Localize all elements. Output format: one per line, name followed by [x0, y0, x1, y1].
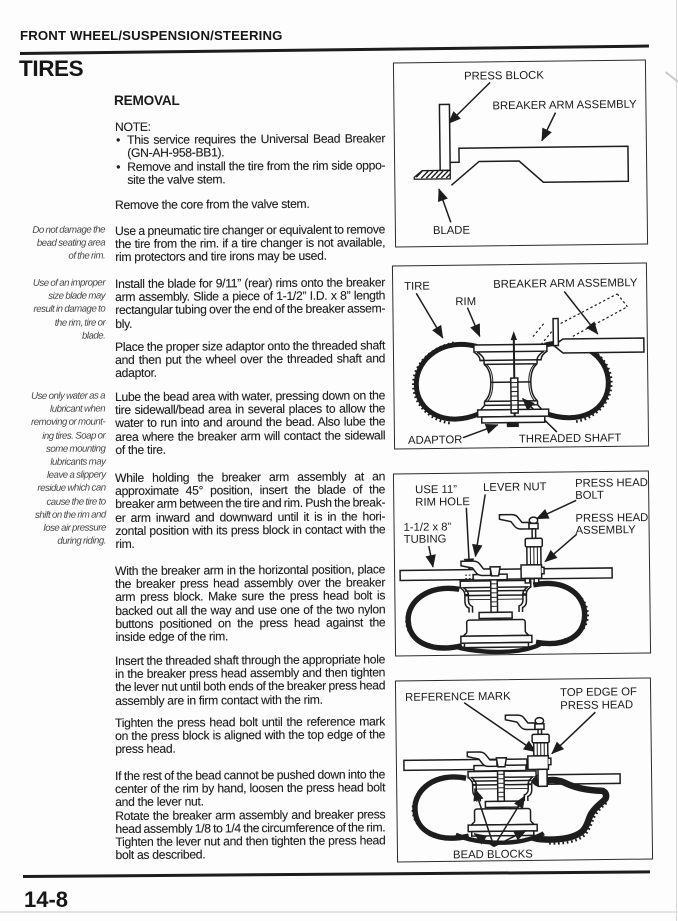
- svg-text:TUBING: TUBING: [403, 533, 446, 546]
- svg-text:REFERENCE MARK: REFERENCE MARK: [405, 690, 511, 703]
- svg-text:THREADED SHAFT: THREADED SHAFT: [519, 432, 622, 445]
- svg-text:PRESS HEAD: PRESS HEAD: [574, 477, 647, 490]
- svg-text:BREAKER ARM ASSEMBLY: BREAKER ARM ASSEMBLY: [492, 99, 637, 113]
- svg-text:PRESS HEAD: PRESS HEAD: [575, 512, 648, 525]
- svg-text:RIM HOLE: RIM HOLE: [415, 496, 470, 509]
- svg-text:BOLT: BOLT: [575, 490, 604, 502]
- svg-text:BREAKER ARM ASSEMBLY: BREAKER ARM ASSEMBLY: [493, 277, 638, 291]
- svg-text:ADAPTOR: ADAPTOR: [408, 434, 463, 447]
- svg-text:PRESS BLOCK: PRESS BLOCK: [464, 70, 544, 83]
- svg-text:PRESS HEAD: PRESS HEAD: [560, 699, 633, 712]
- svg-text:RIM: RIM: [455, 296, 476, 308]
- svg-text:BLADE: BLADE: [433, 225, 471, 237]
- svg-text:ASSEMBLY: ASSEMBLY: [575, 524, 636, 537]
- svg-text:BEAD BLOCKS: BEAD BLOCKS: [453, 848, 533, 861]
- svg-text:USE 11”: USE 11”: [415, 484, 457, 496]
- svg-text:TOP EDGE OF: TOP EDGE OF: [560, 686, 637, 699]
- svg-text:LEVER NUT: LEVER NUT: [483, 481, 547, 494]
- svg-text:1-1/2 x 8”: 1-1/2 x 8”: [403, 521, 451, 534]
- svg-text:TIRE: TIRE: [404, 280, 430, 292]
